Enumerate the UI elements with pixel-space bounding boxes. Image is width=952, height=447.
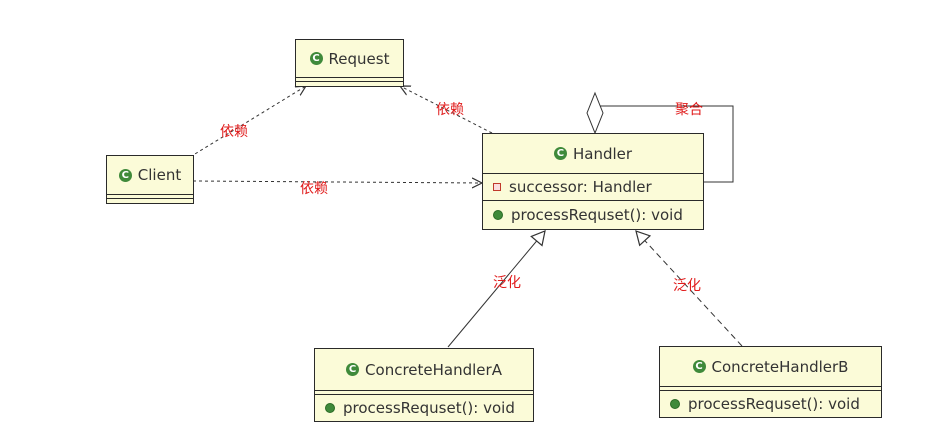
class-client-fields: [107, 195, 193, 199]
aggregation-diamond: [586, 91, 604, 135]
class-client-methods: [107, 199, 193, 203]
class-concrete-handler-a[interactable]: C ConcreteHandlerA processRequset(): voi…: [314, 348, 534, 422]
dependency-client-handler: [192, 181, 482, 183]
label-aggregation: 聚合: [675, 102, 703, 118]
class-concrete-b-name: ConcreteHandlerB: [711, 357, 849, 376]
class-concrete-b-header: C ConcreteHandlerB: [660, 347, 881, 387]
class-concrete-b-fields: [660, 387, 881, 391]
label-client-handler-dependency: 依赖: [300, 181, 328, 197]
public-method-icon: [670, 398, 680, 409]
class-icon: C: [346, 363, 360, 376]
class-concrete-b-methods: processRequset(): void: [660, 391, 881, 417]
class-request-fields: [296, 78, 403, 82]
class-concrete-a-methods: processRequset(): void: [315, 395, 533, 422]
class-request-name: Request: [328, 49, 390, 68]
class-request-header: C Request: [296, 40, 403, 78]
generalization-concrete-b: [635, 230, 743, 347]
class-concrete-a-fields: [315, 391, 533, 395]
generalization-concrete-a: [447, 230, 546, 348]
field-row: successor: Handler: [483, 174, 703, 200]
class-client[interactable]: C Client: [106, 155, 194, 204]
label-generalization-a: 泛化: [493, 275, 521, 291]
dependency-client-request: [189, 86, 306, 158]
class-handler-fields: successor: Handler: [483, 174, 703, 201]
field-successor: successor: Handler: [509, 178, 652, 196]
label-client-request-dependency: 依赖: [220, 124, 248, 140]
method-process-requset: processRequset(): void: [688, 394, 860, 413]
class-handler-name: Handler: [572, 144, 633, 163]
class-icon: C: [553, 147, 567, 160]
class-icon: C: [309, 52, 323, 65]
class-request[interactable]: C Request: [295, 39, 404, 87]
class-handler-header: C Handler: [483, 134, 703, 174]
class-icon: C: [692, 360, 706, 373]
class-client-name: Client: [137, 166, 182, 184]
class-icon: C: [118, 168, 132, 182]
method-process-requset: processRequset(): void: [511, 205, 683, 224]
dependency-handler-request: [400, 86, 493, 134]
class-request-methods: [296, 82, 403, 86]
label-handler-request-dependency: 依赖: [436, 102, 464, 118]
label-generalization-b: 泛化: [673, 278, 701, 294]
class-concrete-a-name: ConcreteHandlerA: [365, 360, 502, 379]
class-concrete-handler-b[interactable]: C ConcreteHandlerB processRequset(): voi…: [659, 346, 882, 418]
method-process-requset: processRequset(): void: [343, 399, 515, 417]
class-handler[interactable]: C Handler successor: Handler processRequ…: [482, 133, 704, 230]
class-concrete-a-header: C ConcreteHandlerA: [315, 349, 533, 391]
method-row: processRequset(): void: [660, 391, 881, 416]
method-row: processRequset(): void: [483, 201, 703, 228]
public-method-icon: [325, 403, 335, 413]
private-field-icon: [493, 183, 501, 191]
class-handler-methods: processRequset(): void: [483, 201, 703, 229]
public-method-icon: [493, 209, 503, 220]
class-client-header: C Client: [107, 156, 193, 195]
method-row: processRequset(): void: [315, 395, 533, 421]
